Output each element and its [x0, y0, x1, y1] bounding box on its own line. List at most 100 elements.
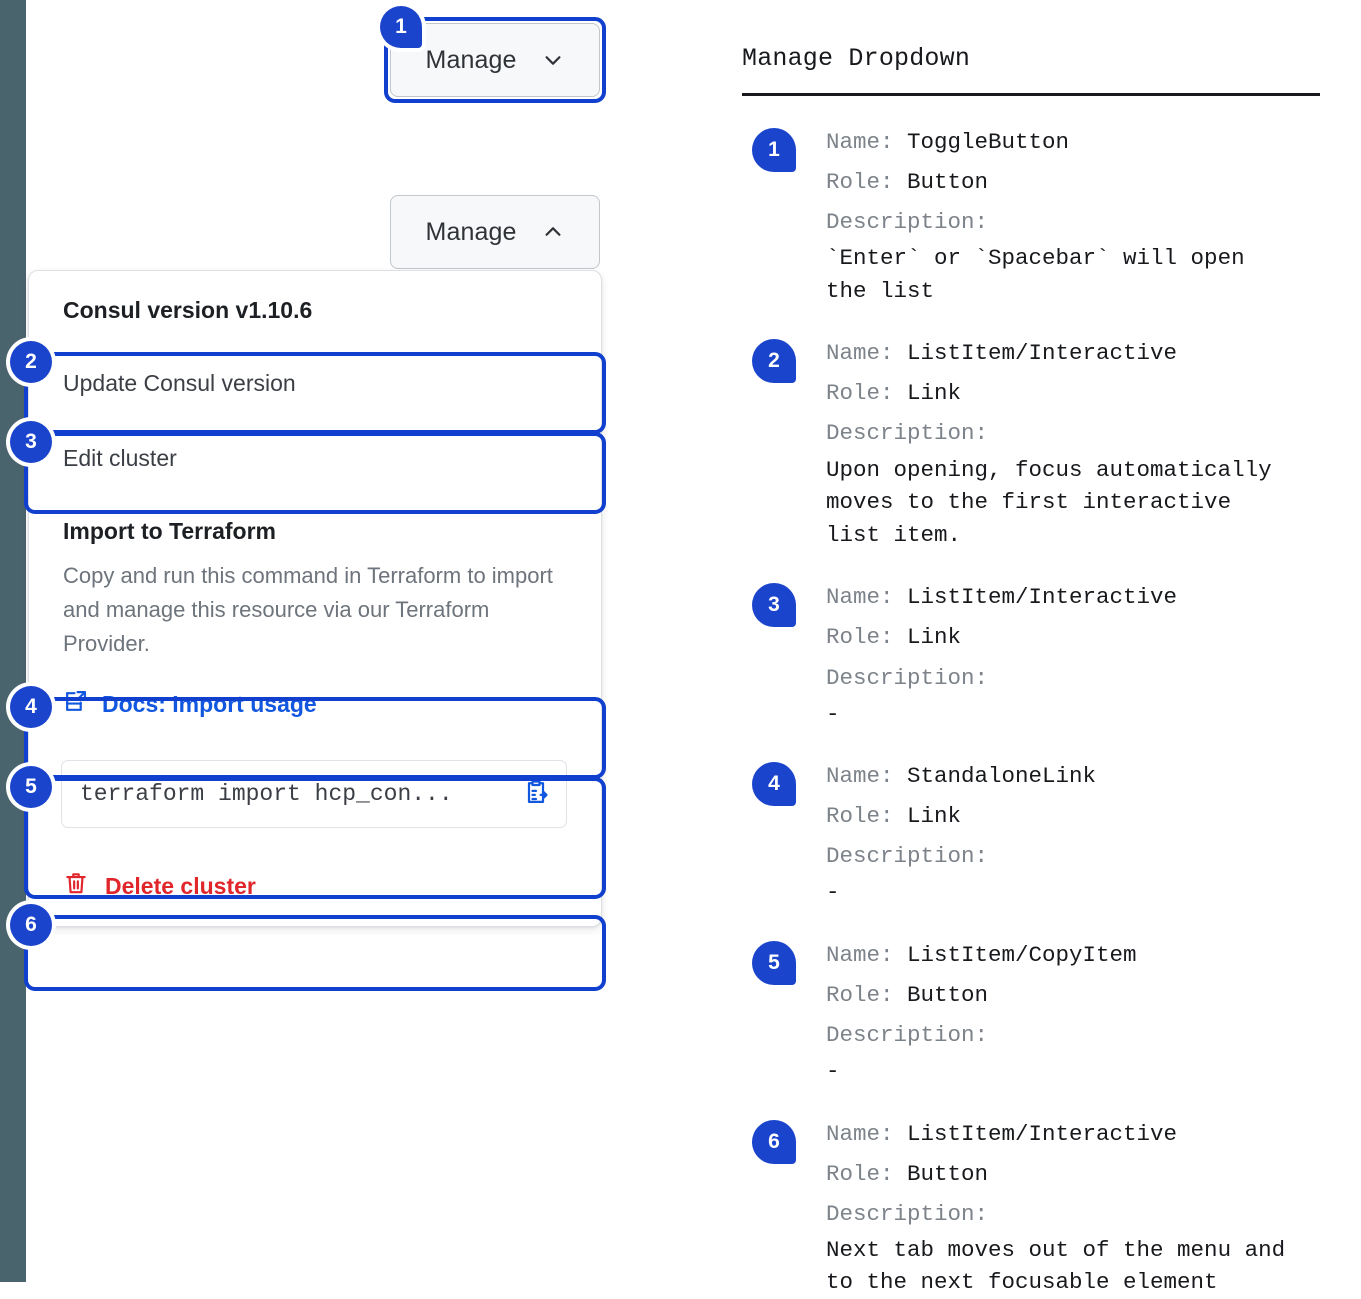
entry-name-label: Name: — [826, 941, 908, 968]
manage-button-open-label: Manage — [425, 217, 517, 246]
entry-description-line: Description: — [826, 836, 1342, 876]
entry-description-line: Description: — [826, 658, 1342, 698]
entry-name-value: ListItem/Interactive — [907, 1120, 1178, 1147]
entry-description-text: - — [826, 879, 840, 906]
entry-role-line: Role: Button — [826, 1154, 1342, 1194]
manage-dropdown-panel: Consul version v1.10.6 Update Consul ver… — [28, 270, 602, 928]
entry-name-label: Name: — [826, 763, 908, 790]
entry-role-label: Role: — [826, 380, 908, 407]
entry-role-value: Button — [907, 1160, 989, 1187]
entry-name-line: Name: ToggleButton — [826, 122, 1342, 162]
entry-name-label: Name: — [826, 584, 908, 611]
entry-description-text: `Enter` or `Spacebar` will open the list — [826, 245, 1245, 304]
entry-role-label: Role: — [826, 1160, 908, 1187]
entry-badge-1: 1 — [752, 128, 796, 172]
entry-role-line: Role: Link — [826, 373, 1342, 413]
entry-name-line: Name: ListItem/Interactive — [826, 577, 1342, 617]
entry-name-line: Name: ListItem/Interactive — [826, 333, 1342, 373]
entry-name-line: Name: StandaloneLink — [826, 756, 1342, 796]
entry-description-label: Description: — [826, 209, 1002, 236]
entry-role-value: Button — [907, 981, 989, 1008]
docs-external-link-icon — [63, 689, 88, 720]
callout-badge-5: 5 — [10, 766, 52, 808]
entry-role-line: Role: Link — [826, 796, 1342, 836]
entry-badge-2: 2 — [752, 339, 796, 384]
callout-badge-4: 4 — [10, 686, 52, 728]
manage-dropdown-toggle-closed[interactable]: Manage — [390, 23, 600, 97]
entry-name-label: Name: — [826, 1120, 908, 1147]
callout-badge-2: 2 — [10, 341, 52, 383]
entry-name-value: ListItem/Interactive — [907, 584, 1178, 611]
callout-badge-1: 1 — [380, 6, 422, 48]
documentation-title: Manage Dropdown — [742, 44, 971, 73]
menu-item-label: Update Consul version — [63, 370, 296, 396]
entry-description-label: Description: — [826, 1200, 1002, 1227]
section-description: Copy and run this command in Terraform t… — [63, 563, 553, 657]
entry-description-text: Upon opening, focus automatically moves … — [826, 456, 1272, 548]
callout-badge-6: 6 — [10, 904, 52, 946]
entry-role-value: Link — [907, 380, 962, 407]
entry-name-value: ListItem/Interactive — [907, 340, 1178, 367]
menu-item-docs-import-usage[interactable]: Docs: Import usage — [29, 667, 601, 742]
menu-item-label: Edit cluster — [63, 445, 177, 471]
manage-button-label: Manage — [425, 45, 517, 74]
terraform-command-value: terraform import hcp_con... — [80, 781, 453, 808]
entry-role-line: Role: Link — [826, 617, 1342, 657]
entry-description-label: Description: — [826, 843, 1002, 870]
entry-badge-5: 5 — [752, 940, 796, 985]
entry-name-value: ListItem/CopyItem — [907, 941, 1137, 968]
entry-description-line: Description: — [826, 413, 1342, 453]
entry-badge-3: 3 — [752, 583, 796, 628]
entry-description-label: Description: — [826, 1022, 1002, 1049]
entry-description-text: Next tab moves out of the menu and to th… — [826, 1236, 1286, 1296]
entry-description-label: Description: — [826, 420, 1002, 447]
menu-item-edit-cluster[interactable]: Edit cluster — [29, 421, 601, 496]
callout-badge-3: 3 — [10, 421, 52, 463]
entry-description-line: Description: — [826, 1015, 1342, 1055]
copy-to-clipboard-icon[interactable] — [522, 778, 550, 811]
entry-badge-6: 6 — [752, 1119, 796, 1164]
trash-icon — [63, 870, 89, 902]
entry-badge-4: 4 — [752, 762, 796, 807]
entry-description-line: Description: — [826, 202, 1342, 242]
entry-role-value: Link — [907, 624, 962, 651]
entry-role-value: Link — [907, 803, 962, 830]
entry-role-label: Role: — [826, 624, 908, 651]
entry-description-text: - — [826, 1058, 840, 1085]
chevron-up-icon — [542, 221, 564, 243]
terraform-import-command-row: terraform import hcp_con... — [29, 742, 601, 846]
entry-role-label: Role: — [826, 981, 908, 1008]
entry-description-text: - — [826, 700, 840, 727]
entry-name-label: Name: — [826, 129, 908, 155]
menu-item-update-consul-version[interactable]: Update Consul version — [29, 346, 601, 421]
entry-role-line: Role: Button — [826, 975, 1342, 1015]
consul-version-header: Consul version v1.10.6 — [63, 297, 313, 323]
entry-role-value: Button — [907, 169, 989, 196]
entry-role-label: Role: — [826, 803, 908, 830]
section-title: Import to Terraform — [63, 518, 276, 544]
entry-name-line: Name: ListItem/Interactive — [826, 1114, 1342, 1154]
entry-description-line: Description: — [826, 1194, 1342, 1234]
entry-role-label: Role: — [826, 169, 908, 196]
docs-link-label: Docs: Import usage — [102, 691, 317, 718]
component-demo-area: Manage 1 Manage Consul version v1.10.6 U… — [10, 0, 726, 1282]
chevron-down-icon — [542, 49, 564, 71]
delete-cluster-label: Delete cluster — [105, 872, 256, 899]
menu-item-delete-cluster[interactable]: Delete cluster — [29, 846, 601, 926]
entry-name-line: Name: ListItem/CopyItem — [826, 935, 1342, 975]
entry-name-label: Name: — [826, 340, 908, 367]
entry-name-value: StandaloneLink — [907, 763, 1097, 790]
left-sidebar-rail — [0, 0, 26, 1282]
entry-name-value: ToggleButton — [907, 129, 1070, 155]
terraform-command-field[interactable]: terraform import hcp_con... — [61, 760, 567, 829]
manage-dropdown-toggle-open[interactable]: Manage — [390, 195, 600, 269]
entry-role-line: Role: Button — [826, 162, 1342, 202]
